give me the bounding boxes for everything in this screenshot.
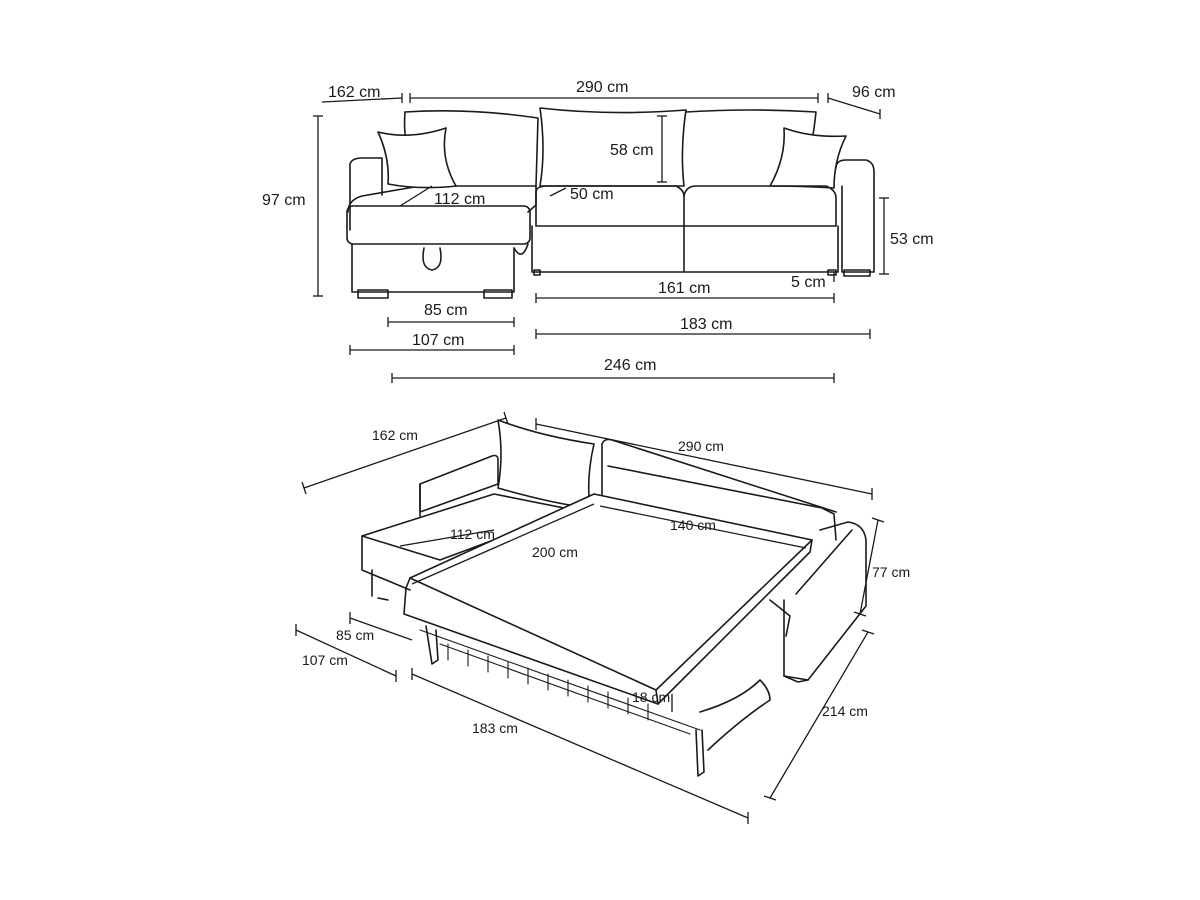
- label-front-seat-depth: 50 cm: [570, 186, 614, 203]
- label-front-depth-sofa: 96 cm: [852, 84, 896, 101]
- bed-labels: 162 cm 290 cm 112 cm 140 cm 200 cm 77 cm…: [302, 427, 910, 736]
- label-bed-depth-open: 214 cm: [822, 703, 868, 719]
- label-front-height-total: 97 cm: [262, 192, 306, 209]
- label-front-chaise-inner-width: 85 cm: [424, 302, 468, 319]
- label-front-chaise-width: 107 cm: [412, 332, 464, 349]
- sofa-bed-drawing: [361, 419, 867, 777]
- label-front-cushion-height: 58 cm: [610, 142, 654, 159]
- label-bed-chaise-seat-depth: 112 cm: [450, 526, 495, 542]
- label-front-chaise-seat-depth: 112 cm: [434, 191, 485, 208]
- label-front-depth-chaise: 162 cm: [328, 84, 380, 101]
- label-front-seat-width: 161 cm: [658, 280, 710, 297]
- label-bed-width-total: 290 cm: [678, 438, 724, 454]
- label-bed-mattress-thickness: 18 cm: [632, 689, 670, 705]
- label-front-seat-height: 53 cm: [890, 231, 934, 248]
- front-labels: 162 cm 290 cm 96 cm 97 cm 58 cm 112 cm 5…: [262, 79, 934, 374]
- label-bed-mattress-length: 200 cm: [532, 544, 578, 560]
- label-front-sofa-part-width: 183 cm: [680, 316, 732, 333]
- label-bed-mattress-width: 140 cm: [670, 517, 716, 533]
- label-front-width-total: 290 cm: [576, 79, 628, 96]
- label-bed-depth-chaise: 162 cm: [372, 427, 418, 443]
- label-bed-chaise-inner-width: 85 cm: [336, 627, 374, 643]
- sofa-front-drawing: [346, 107, 875, 299]
- label-front-leg-height: 5 cm: [791, 274, 826, 291]
- label-bed-height: 77 cm: [872, 564, 910, 580]
- label-front-overall-seat-width: 246 cm: [604, 357, 656, 374]
- bed-dimension-lines: [295, 411, 885, 824]
- label-bed-chaise-width: 107 cm: [302, 652, 348, 668]
- label-bed-sofa-part-width: 183 cm: [472, 720, 518, 736]
- front-dimension-lines: [313, 93, 889, 383]
